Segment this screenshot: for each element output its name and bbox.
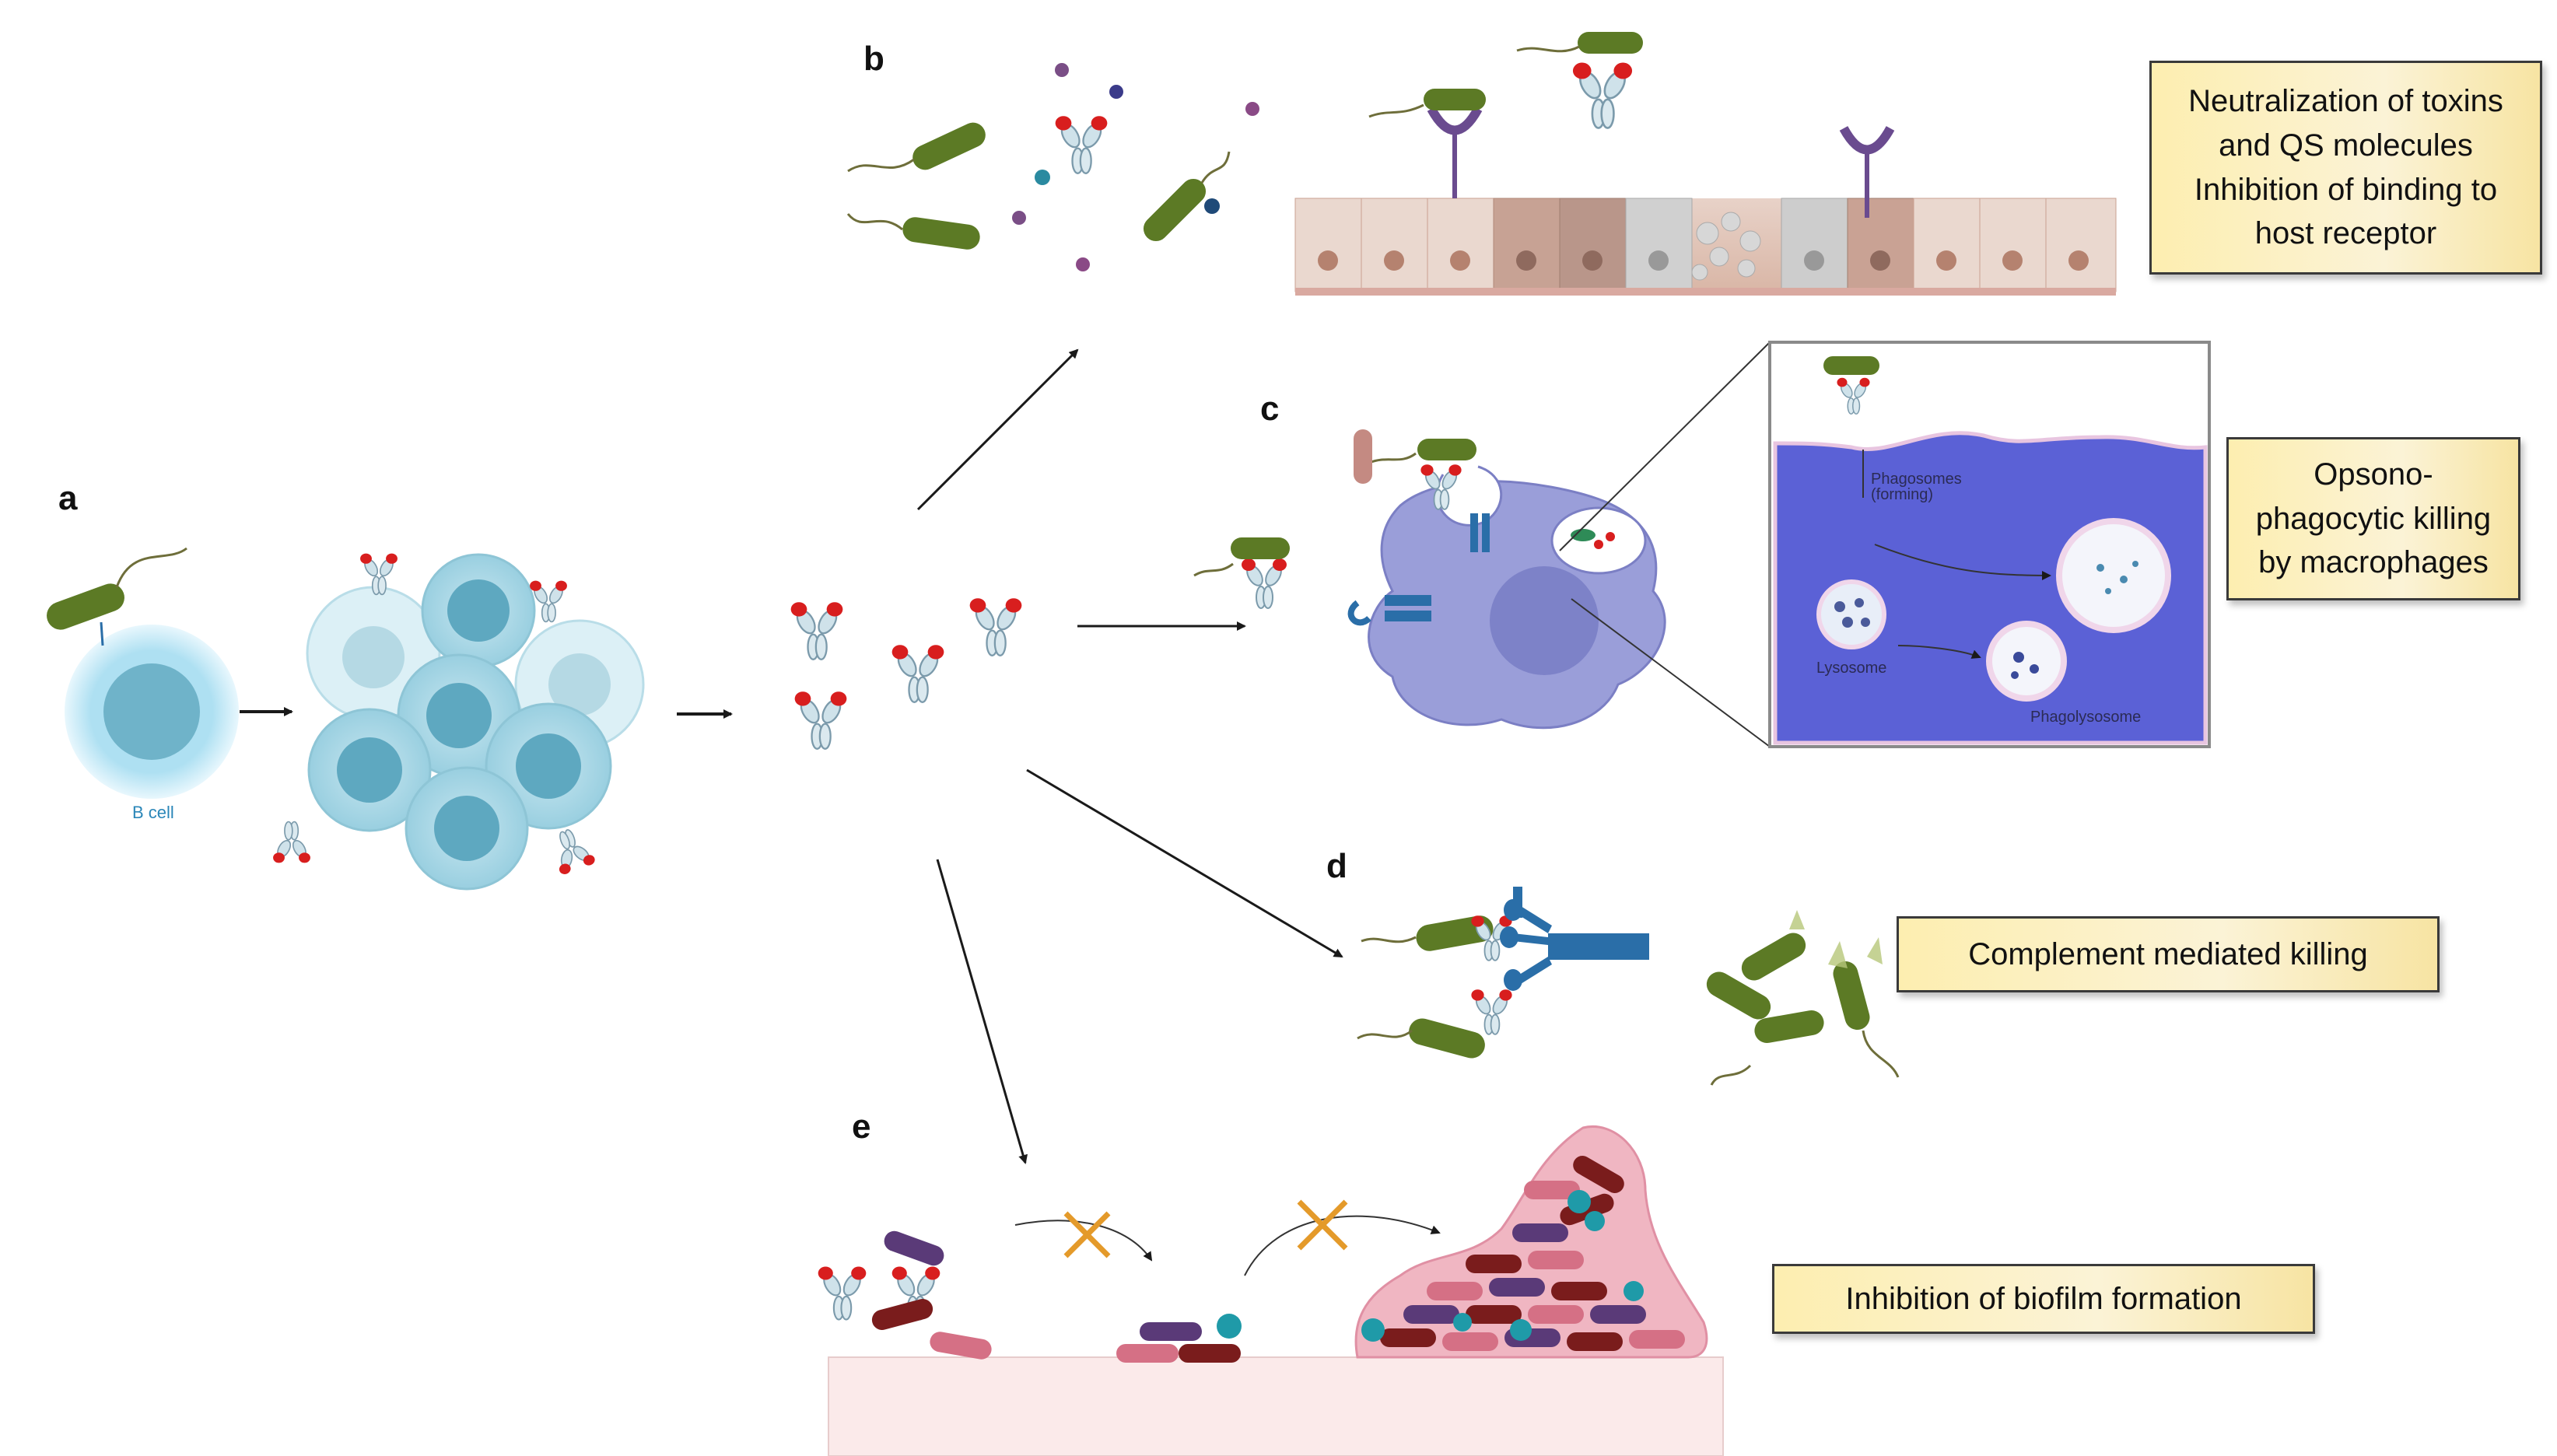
plasma-cell-cluster <box>272 552 645 891</box>
free-antibodies <box>790 597 1023 750</box>
panel-b-scene <box>846 32 2117 296</box>
box-opsonophagocytic: Opsono- phagocytic killing by macrophage… <box>2226 437 2520 600</box>
box-complement-text: Complement mediated killing <box>1968 936 2368 971</box>
lysosome-label: Lysosome <box>1816 660 1886 677</box>
complement-c1 <box>1548 933 1649 960</box>
phagolysosome-label: Phagolysosome <box>2030 709 2141 726</box>
b-cell-nucleus <box>103 663 200 760</box>
panel-c-scene: Phagosomes(forming) Lysosome Phagolysoso… <box>1193 341 2211 748</box>
arrow-to-e <box>936 859 1028 1164</box>
box-opsonophagocytic-text: Opsono- phagocytic killing by macrophage… <box>2255 457 2492 580</box>
box-biofilm-text: Inhibition of biofilm formation <box>1845 1281 2242 1316</box>
panel-e-scene <box>817 1125 1724 1456</box>
panel-label-a: a <box>58 479 78 517</box>
arrow-to-b <box>916 348 1079 511</box>
box-biofilm: Inhibition of biofilm formation <box>1772 1264 2315 1334</box>
panel-label-e: e <box>852 1108 870 1146</box>
surface <box>828 1356 1724 1456</box>
b-cell-group: B cell <box>47 547 239 822</box>
box-neutralization-text: Neutralization of toxins and QS molecule… <box>2188 83 2503 251</box>
arrow-to-d <box>1026 768 1343 958</box>
phagosome-label: Phagosomes(forming) <box>1871 471 1962 503</box>
panel-d-scene <box>1357 887 1900 1086</box>
box-complement: Complement mediated killing <box>1897 916 2440 992</box>
panel-label-c: c <box>1260 390 1279 428</box>
panel-label-d: d <box>1326 847 1347 885</box>
box-neutralization: Neutralization of toxins and QS molecule… <box>2149 61 2542 275</box>
panel-label-b: b <box>863 40 884 78</box>
b-cell-label: B cell <box>132 803 174 822</box>
macrophage-nucleus <box>1490 566 1599 675</box>
